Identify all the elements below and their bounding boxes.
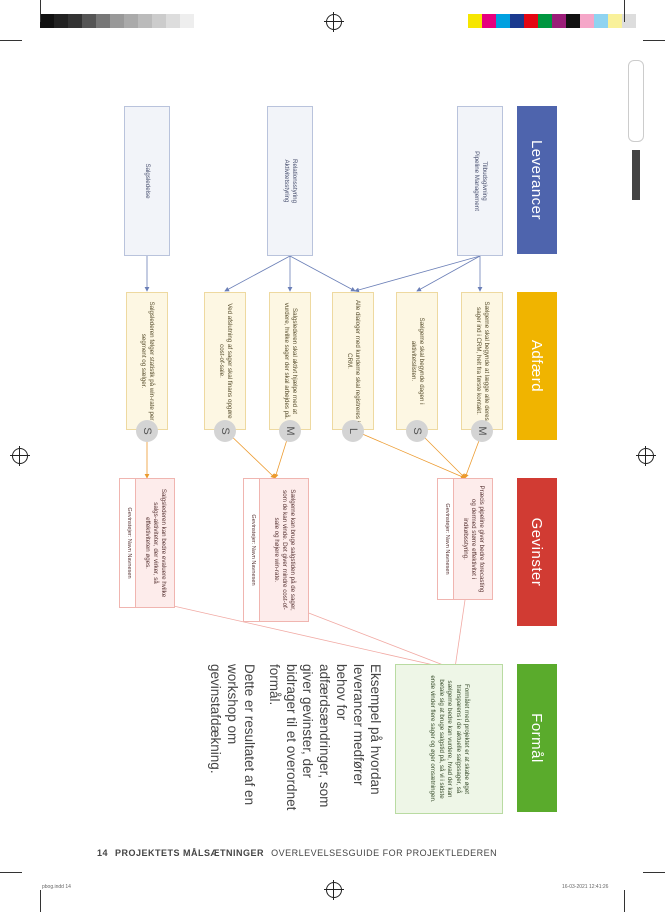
crop-mark [624,0,625,22]
slug-timestamp: 16-03-2021 12:41:26 [562,884,609,890]
footer-title: PROJEKTETS MÅLSÆTNINGER [115,848,265,858]
header-adfaerd-label: Adfærd [528,339,546,393]
logo-outline [628,60,644,142]
logo-bar [632,150,640,200]
gevinst-owner: Gevinstejer: Navn Navnesen [120,479,136,607]
leverance-box: Salgsledelse [124,106,170,256]
page-number: 14 [97,848,109,858]
formaal-box: Formålet med projektet er at skabe øget … [395,664,503,814]
adfaerd-box: Sælgerne skal begynde dagen i aktivitets… [396,292,438,430]
gevinst-box: Sælgerne kan bruge salgstiden på de sage… [243,478,309,622]
rating-badge: S [406,420,428,442]
arrow-blue [289,255,356,292]
arrow-pink [453,599,466,669]
footer-subtitle: OVERLEVELSESGUIDE FOR PROJEKTLEDEREN [271,848,498,858]
registration-mark [636,446,656,466]
crop-mark [40,0,41,22]
leverance-box: Tilbudsgivning Pipeline Management [457,106,503,256]
arrow-blue [416,255,481,292]
crop-mark [40,890,41,912]
rating-badge: L [342,420,364,442]
arrow-blue [354,255,481,293]
crop-mark [643,872,665,873]
gevinst-owner: Gevinstejer: Navn Navnesen [438,479,454,599]
side-text: Eksempel på hvordan leverancer medfører … [206,664,383,824]
gevinst-text: Præcis pipeline giver bedre forecasting … [461,485,486,593]
header-gevinster: Gevinster [517,478,557,626]
slug-file: pbog.indd 14 [42,884,71,890]
gevinst-text: Salgslederen kan bedre evaluere hvilke s… [143,488,168,598]
header-leverancer-label: Leverancer [528,139,546,221]
gevinst-box: Salgslederen kan bedre evaluere hvilke s… [119,478,175,608]
crop-mark [643,40,665,41]
adfaerd-box: Alle dialoger med kunderne skal registre… [332,292,374,430]
header-leverancer: Leverancer [517,106,557,254]
leverance-box: Relationsstyring Aktivitetsstyring [267,106,313,256]
side-text-paragraph-2: Dette er resultatet af en workshop om ge… [208,664,257,806]
header-adfaerd: Adfærd [517,292,557,440]
rating-badge: M [279,420,301,442]
crop-mark [624,890,625,912]
color-strip [468,14,636,28]
arrow-orange [352,429,466,479]
rating-badge: S [136,420,158,442]
header-gevinster-label: Gevinster [528,517,546,587]
crop-mark [0,872,22,873]
registration-mark [324,880,344,900]
gevinst-owner: Gevinstejer: Navn Navnesen [244,479,260,621]
registration-mark [10,446,30,466]
gevinst-text: Sælgerne kan bruge salgstiden på de sage… [272,489,297,611]
rating-badge: S [214,420,236,442]
adfaerd-box: Ved afslutning af sager skal finans opgø… [204,292,246,430]
header-formaal: Formål [517,664,557,812]
adfaerd-box: Salgslederen følger statistik på win-rat… [126,292,168,430]
adfaerd-box: Sælgerne skal begynde at lægge alle dere… [461,292,503,430]
arrow-blue [224,255,291,292]
crop-mark [0,40,22,41]
header-formaal-label: Formål [528,713,546,763]
arrow-pink [146,599,448,670]
adfaerd-box: Salgslederen skal aktivt hjælpe med at v… [269,292,311,430]
grayscale-strip [40,14,194,28]
side-text-paragraph-1: Eksempel på hvordan leverancer medfører … [266,664,383,811]
gevinst-box: Præcis pipeline giver bedre forecasting … [437,478,493,600]
registration-mark [324,12,344,32]
rating-badge: M [471,420,493,442]
page-footer: 14 PROJEKTETS MÅLSÆTNINGER OVERLEVELSESG… [97,848,497,858]
